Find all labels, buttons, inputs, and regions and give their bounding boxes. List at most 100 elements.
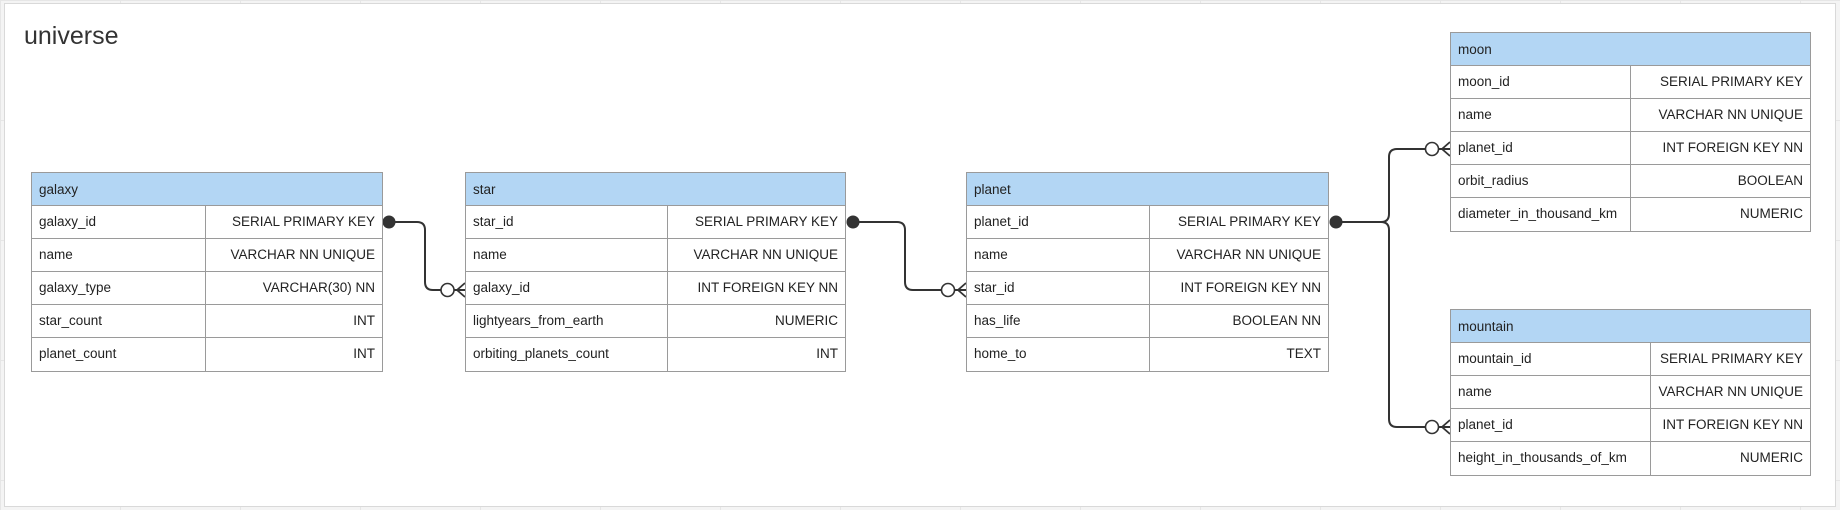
table-row[interactable]: name VARCHAR NN UNIQUE <box>1451 99 1810 132</box>
many-end-marker <box>1440 141 1451 157</box>
table-header[interactable]: galaxy <box>32 173 382 206</box>
many-end-marker <box>455 282 466 298</box>
column-type: VARCHAR NN UNIQUE <box>693 247 838 262</box>
table-header[interactable]: star <box>466 173 845 206</box>
table-row[interactable]: name VARCHAR NN UNIQUE <box>1451 376 1810 409</box>
column-type: SERIAL PRIMARY KEY <box>231 214 375 229</box>
table-row[interactable]: galaxy_id SERIAL PRIMARY KEY <box>32 206 382 239</box>
table-header[interactable]: planet <box>967 173 1328 206</box>
column-name: diameter_in_thousand_km <box>1451 198 1631 231</box>
column-type: SERIAL PRIMARY KEY <box>1659 351 1803 366</box>
one-end-marker <box>846 215 860 229</box>
column-name: galaxy_id <box>32 206 206 238</box>
connector-line <box>1336 148 1451 223</box>
column-type: INT <box>353 313 375 328</box>
table-row[interactable]: moon_id SERIAL PRIMARY KEY <box>1451 66 1810 99</box>
column-type: TEXT <box>1286 346 1321 361</box>
column-type: INT <box>353 346 375 361</box>
column-name: name <box>1451 376 1651 408</box>
table-row[interactable]: star_id INT FOREIGN KEY NN <box>967 272 1328 305</box>
table-row[interactable]: galaxy_id INT FOREIGN KEY NN <box>466 272 845 305</box>
relationship-planet-moon[interactable] <box>1329 141 1452 229</box>
column-type: VARCHAR NN UNIQUE <box>230 247 375 262</box>
connector-line <box>853 221 966 291</box>
column-type: INT FOREIGN KEY NN <box>1180 280 1321 295</box>
table-row[interactable]: planet_id INT FOREIGN KEY NN <box>1451 409 1810 442</box>
relationship-planet-mountain[interactable] <box>1336 221 1451 435</box>
column-name: name <box>32 239 206 271</box>
column-type: VARCHAR(30) NN <box>262 280 375 295</box>
column-type: VARCHAR NN UNIQUE <box>1658 107 1803 122</box>
table-row[interactable]: has_life BOOLEAN NN <box>967 305 1328 338</box>
column-name: star_id <box>967 272 1150 304</box>
column-type: SERIAL PRIMARY KEY <box>694 214 838 229</box>
relationship-galaxy-star[interactable] <box>382 215 475 298</box>
table-row[interactable]: name VARCHAR NN UNIQUE <box>32 239 382 272</box>
table-row[interactable]: height_in_thousands_of_km NUMERIC <box>1451 442 1810 475</box>
table-row[interactable]: mountain_id SERIAL PRIMARY KEY <box>1451 343 1810 376</box>
column-name: planet_id <box>1451 409 1651 441</box>
table-row[interactable]: star_count INT <box>32 305 382 338</box>
column-type: VARCHAR NN UNIQUE <box>1658 384 1803 399</box>
table-moon[interactable]: moon moon_id SERIAL PRIMARY KEY name VAR… <box>1450 32 1811 232</box>
column-name: has_life <box>967 305 1150 337</box>
column-name: mountain_id <box>1451 343 1651 375</box>
table-row[interactable]: diameter_in_thousand_km NUMERIC <box>1451 198 1810 231</box>
connector-line <box>1336 221 1451 428</box>
table-header[interactable]: moon <box>1451 33 1810 66</box>
column-name: lightyears_from_earth <box>466 305 668 337</box>
column-type: INT FOREIGN KEY NN <box>697 280 838 295</box>
column-name: height_in_thousands_of_km <box>1451 442 1651 475</box>
table-row[interactable]: star_id SERIAL PRIMARY KEY <box>466 206 845 239</box>
many-end-marker <box>956 282 967 298</box>
column-name: star_id <box>466 206 668 238</box>
column-type: SERIAL PRIMARY KEY <box>1177 214 1321 229</box>
column-type: INT <box>816 346 838 361</box>
column-type: NUMERIC <box>1740 206 1803 221</box>
table-row[interactable]: lightyears_from_earth NUMERIC <box>466 305 845 338</box>
table-header[interactable]: mountain <box>1451 310 1810 343</box>
zero-end-marker <box>440 282 455 298</box>
table-row[interactable]: orbiting_planets_count INT <box>466 338 845 371</box>
column-type: NUMERIC <box>775 313 838 328</box>
column-name: planet_id <box>967 206 1150 238</box>
column-name: name <box>1451 99 1631 131</box>
column-name: planet_id <box>1451 132 1631 164</box>
table-row[interactable]: planet_count INT <box>32 338 382 371</box>
column-name: star_count <box>32 305 206 337</box>
column-name: galaxy_id <box>466 272 668 304</box>
column-type: INT FOREIGN KEY NN <box>1662 417 1803 432</box>
column-name: name <box>967 239 1150 271</box>
table-galaxy[interactable]: galaxy galaxy_id SERIAL PRIMARY KEY name… <box>31 172 383 372</box>
many-end-marker <box>1440 419 1451 435</box>
column-name: orbit_radius <box>1451 165 1631 197</box>
column-type: SERIAL PRIMARY KEY <box>1659 74 1803 89</box>
column-type: VARCHAR NN UNIQUE <box>1176 247 1321 262</box>
table-row[interactable]: home_to TEXT <box>967 338 1328 371</box>
diagram-title: universe <box>24 22 119 50</box>
one-end-marker <box>382 215 396 229</box>
table-row[interactable]: planet_id INT FOREIGN KEY NN <box>1451 132 1810 165</box>
column-type: BOOLEAN <box>1737 173 1803 188</box>
table-mountain[interactable]: mountain mountain_id SERIAL PRIMARY KEY … <box>1450 309 1811 476</box>
relationship-star-planet[interactable] <box>846 215 967 298</box>
column-name: planet_count <box>32 338 206 371</box>
column-name: galaxy_type <box>32 272 206 304</box>
table-row[interactable]: name VARCHAR NN UNIQUE <box>967 239 1328 272</box>
table-planet[interactable]: planet planet_id SERIAL PRIMARY KEY name… <box>966 172 1329 372</box>
zero-end-marker <box>1424 419 1440 435</box>
table-row[interactable]: planet_id SERIAL PRIMARY KEY <box>967 206 1328 239</box>
column-name: orbiting_planets_count <box>466 338 668 371</box>
zero-end-marker <box>940 282 956 298</box>
column-type: NUMERIC <box>1740 450 1803 465</box>
connector-line <box>389 221 474 291</box>
column-name: moon_id <box>1451 66 1631 98</box>
table-row[interactable]: name VARCHAR NN UNIQUE <box>466 239 845 272</box>
table-row[interactable]: orbit_radius BOOLEAN <box>1451 165 1810 198</box>
column-type: INT FOREIGN KEY NN <box>1662 140 1803 155</box>
table-star[interactable]: star star_id SERIAL PRIMARY KEY name VAR… <box>465 172 846 372</box>
zero-end-marker <box>1424 141 1440 157</box>
column-type: BOOLEAN NN <box>1232 313 1321 328</box>
table-row[interactable]: galaxy_type VARCHAR(30) NN <box>32 272 382 305</box>
